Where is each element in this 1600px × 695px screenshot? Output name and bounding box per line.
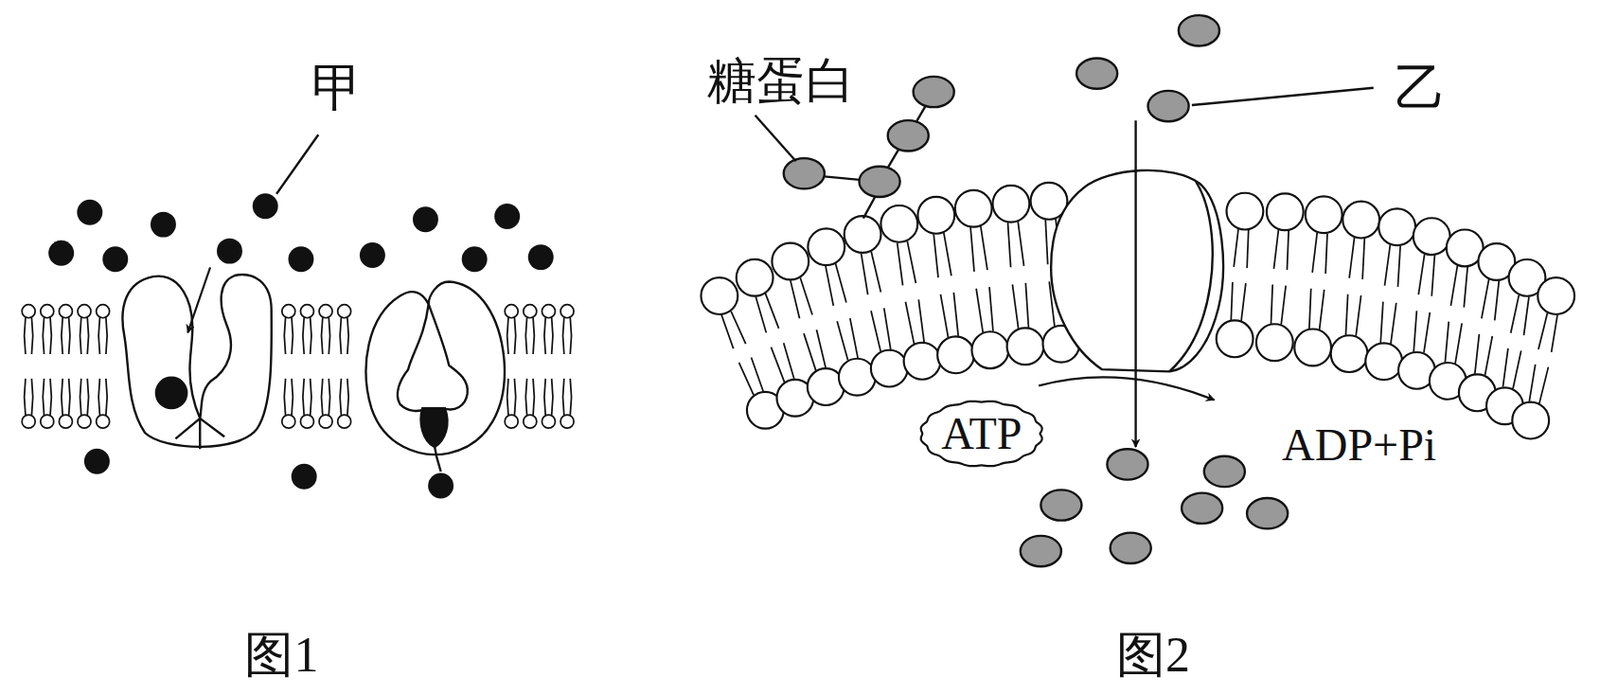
part-label: 糖蛋白 bbox=[707, 56, 855, 107]
entry-arrow bbox=[187, 266, 211, 333]
leader-line bbox=[276, 134, 319, 195]
leader-line bbox=[1191, 88, 1374, 106]
figure-caption: 图1 bbox=[244, 630, 319, 680]
product-label: ADP+Pi bbox=[1281, 422, 1437, 468]
atp-arrow bbox=[1038, 376, 1214, 400]
channel-protein bbox=[1050, 170, 1224, 372]
substance-label: 甲 bbox=[311, 62, 363, 114]
figure-caption: 图2 bbox=[1116, 630, 1191, 680]
transport-arrow bbox=[1134, 120, 1137, 447]
substance-yi bbox=[1020, 15, 1288, 567]
substance-jia bbox=[48, 193, 554, 498]
carrier-proteins bbox=[122, 274, 505, 472]
leader-line bbox=[755, 115, 797, 162]
substance-label: 乙 bbox=[1394, 62, 1446, 114]
node-text: ATP bbox=[941, 410, 1022, 457]
atp-cloud: ATP bbox=[916, 395, 1047, 472]
